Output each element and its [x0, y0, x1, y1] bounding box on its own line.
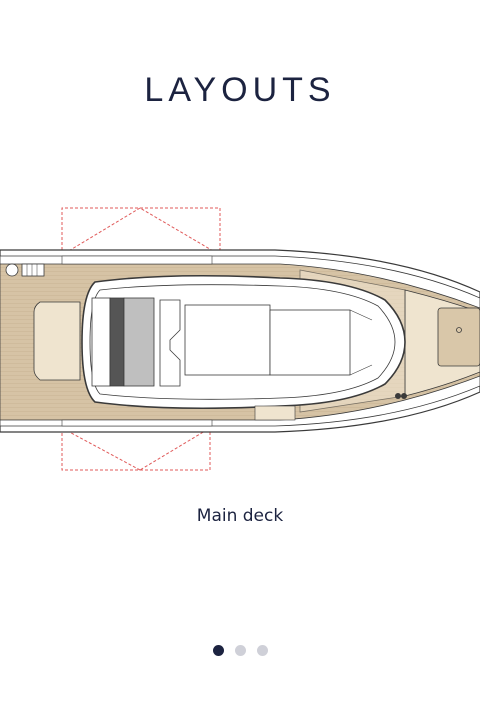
carousel-dot-3[interactable]	[256, 645, 268, 656]
aft-cushion	[33, 301, 81, 381]
gauge-icon	[5, 263, 19, 277]
layout-caption: Main deck	[196, 506, 284, 526]
vent-icon	[21, 263, 45, 277]
door-swing-bottom	[61, 427, 211, 471]
helm-seat-left	[91, 297, 111, 387]
page-title: LAYOUTS	[144, 71, 336, 109]
door-swing-top	[61, 207, 221, 256]
sunroof-panel-aft	[184, 304, 271, 376]
carousel-dot-2[interactable]	[234, 645, 246, 656]
helm-seat-grey	[123, 297, 155, 387]
carousel-dot-1[interactable]	[212, 645, 224, 656]
sunroof-panel-fwd	[269, 309, 351, 376]
carousel-pagination	[0, 645, 480, 656]
helm-seat-dark	[109, 297, 125, 387]
main-deck-plan[interactable]	[0, 200, 480, 485]
